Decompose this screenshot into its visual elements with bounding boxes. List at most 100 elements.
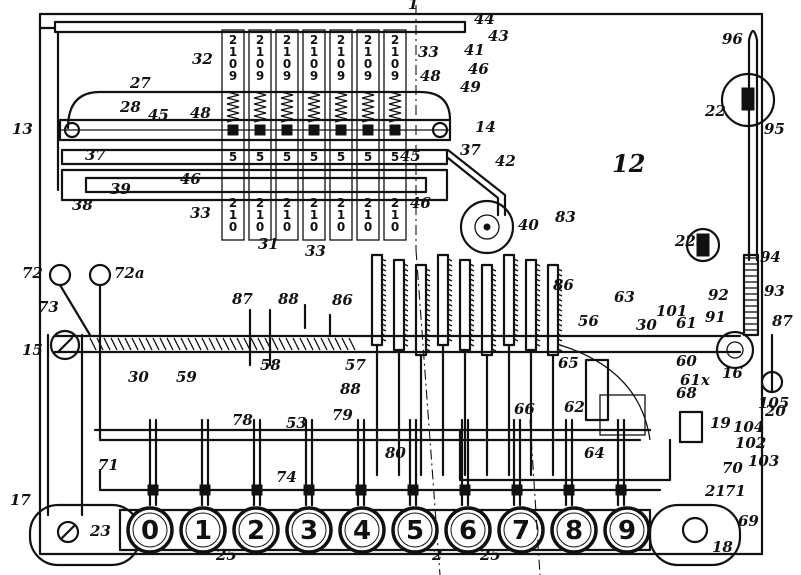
ref-numeral-46: 46 (468, 60, 489, 78)
ref-numeral-73: 73 (38, 298, 59, 316)
wheel-top-digit: 9 (229, 69, 237, 83)
ref-numeral-42: 42 (495, 152, 516, 170)
digit-key-3[interactable]: 3 (285, 506, 333, 554)
wheel-bottom-digit: 2 (364, 196, 372, 210)
wheel-bottom-digit: 1 (391, 208, 399, 222)
key-levers (93, 344, 704, 507)
wheel-top-digit: 9 (256, 69, 264, 83)
digit-key-0[interactable]: 0 (126, 506, 174, 554)
ref-numeral-93: 93 (764, 282, 785, 300)
key-label: 4 (353, 516, 371, 546)
ref-numeral-30: 30 (128, 368, 149, 386)
wheel-window-digit: 5 (256, 150, 264, 164)
ref-numeral-79: 79 (332, 406, 353, 424)
key-label: 8 (565, 516, 583, 546)
ref-numeral-69: 69 (738, 512, 759, 530)
wheel-top-digit: 9 (337, 69, 345, 83)
ref-numeral-1: 1 (408, 0, 418, 13)
wheel-bottom-digit: 1 (364, 208, 372, 222)
wheel-window-digit: 5 (337, 150, 345, 164)
ref-numeral-72a: 72a (114, 264, 145, 282)
digit-key-6[interactable]: 6 (444, 506, 492, 554)
ref-numeral-38: 38 (72, 196, 93, 214)
wheel-top-digit: 2 (364, 33, 372, 47)
wheel-top-digit: 0 (337, 57, 345, 71)
ref-numeral-39: 39 (110, 180, 131, 198)
wheel-window-digit: 5 (283, 150, 291, 164)
ref-numeral-13: 13 (12, 120, 33, 138)
ref-numeral-62: 62 (564, 398, 585, 416)
wheel-top-digit: 0 (364, 57, 372, 71)
wheel-bottom-digit: 2 (229, 196, 237, 210)
wheel-top-digit: 2 (337, 33, 345, 47)
key-label: 6 (459, 516, 477, 546)
wheel-bottom-digit: 0 (337, 220, 345, 234)
wheel-bottom-digit: 0 (283, 220, 291, 234)
digit-key-7[interactable]: 7 (497, 506, 545, 554)
key-label: 3 (300, 516, 318, 546)
ref-numeral-46: 46 (180, 170, 201, 188)
digit-key-4[interactable]: 4 (338, 506, 386, 554)
wheel-top-digit: 0 (310, 57, 318, 71)
ref-numeral-105: 105 (758, 394, 789, 412)
key-label: 7 (512, 516, 530, 546)
key-label: 1 (194, 516, 212, 546)
wheel-window-digit: 5 (229, 150, 237, 164)
ref-numeral-95: 95 (764, 120, 785, 138)
digit-key-9[interactable]: 9 (603, 506, 651, 554)
ref-numeral-21: 21 (704, 482, 726, 500)
ref-numeral-56: 56 (578, 312, 599, 330)
wheel-top-digit: 9 (310, 69, 318, 83)
handle-rod (685, 29, 784, 394)
digit-key-2[interactable]: 2 (232, 506, 280, 554)
digit-key-8[interactable]: 8 (550, 506, 598, 554)
ref-numeral-66: 66 (514, 400, 535, 418)
ref-numeral-31: 31 (258, 235, 279, 253)
ref-numeral-44: 44 (474, 10, 495, 28)
ref-numeral-41: 41 (464, 41, 485, 59)
ref-numeral-104: 104 (733, 418, 764, 436)
wheel-bottom-digit: 0 (364, 220, 372, 234)
digit-key-5[interactable]: 5 (391, 506, 439, 554)
digit-key-1[interactable]: 1 (179, 506, 227, 554)
ref-numeral-103: 103 (748, 452, 779, 470)
ref-numeral-70: 70 (722, 459, 743, 477)
counter-carriage (58, 90, 507, 217)
ref-numeral-48: 48 (190, 104, 211, 122)
wheel-top-digit: 9 (391, 69, 399, 83)
ref-numeral-22a: 22a (674, 232, 706, 250)
wheel-bottom-digit: 2 (283, 196, 291, 210)
ref-numeral-32: 32 (192, 50, 213, 68)
ref-numeral-64: 64 (584, 444, 605, 462)
figure-number: 12 (612, 149, 645, 178)
wheel-top-digit: 1 (283, 45, 291, 59)
ref-numeral-17: 17 (10, 491, 31, 509)
ref-numeral-25: 25 (215, 546, 237, 564)
spool-posts (46, 263, 112, 517)
ref-numeral-87: 87 (232, 290, 253, 308)
center-lines (415, 5, 541, 575)
ref-numeral-88: 88 (340, 380, 361, 398)
wheel-bottom-digit: 2 (391, 196, 399, 210)
wheel-top-digit: 2 (391, 33, 399, 47)
ref-numeral-80: 80 (385, 444, 406, 462)
ref-numeral-19: 19 (710, 414, 731, 432)
wheel-top-digit: 0 (256, 57, 264, 71)
ref-numeral-30: 30 (636, 316, 657, 334)
wheel-bottom-digit: 2 (256, 196, 264, 210)
ref-numeral-71: 71 (98, 456, 119, 474)
ref-numeral-91: 91 (705, 308, 726, 326)
wheel-top-digit: 1 (256, 45, 264, 59)
ref-numeral-53: 53 (286, 414, 307, 432)
ref-numeral-18: 18 (712, 538, 733, 556)
wheel-bottom-digit: 1 (310, 208, 318, 222)
ref-numeral-48: 48 (420, 67, 441, 85)
wheel-top-digit: 1 (364, 45, 372, 59)
ref-numeral-88: 88 (278, 290, 299, 308)
ref-numeral-72: 72 (22, 264, 43, 282)
ref-numeral-61: 61 (676, 314, 697, 332)
wheel-top-digit: 9 (283, 69, 291, 83)
wheel-top-digit: 0 (283, 57, 291, 71)
